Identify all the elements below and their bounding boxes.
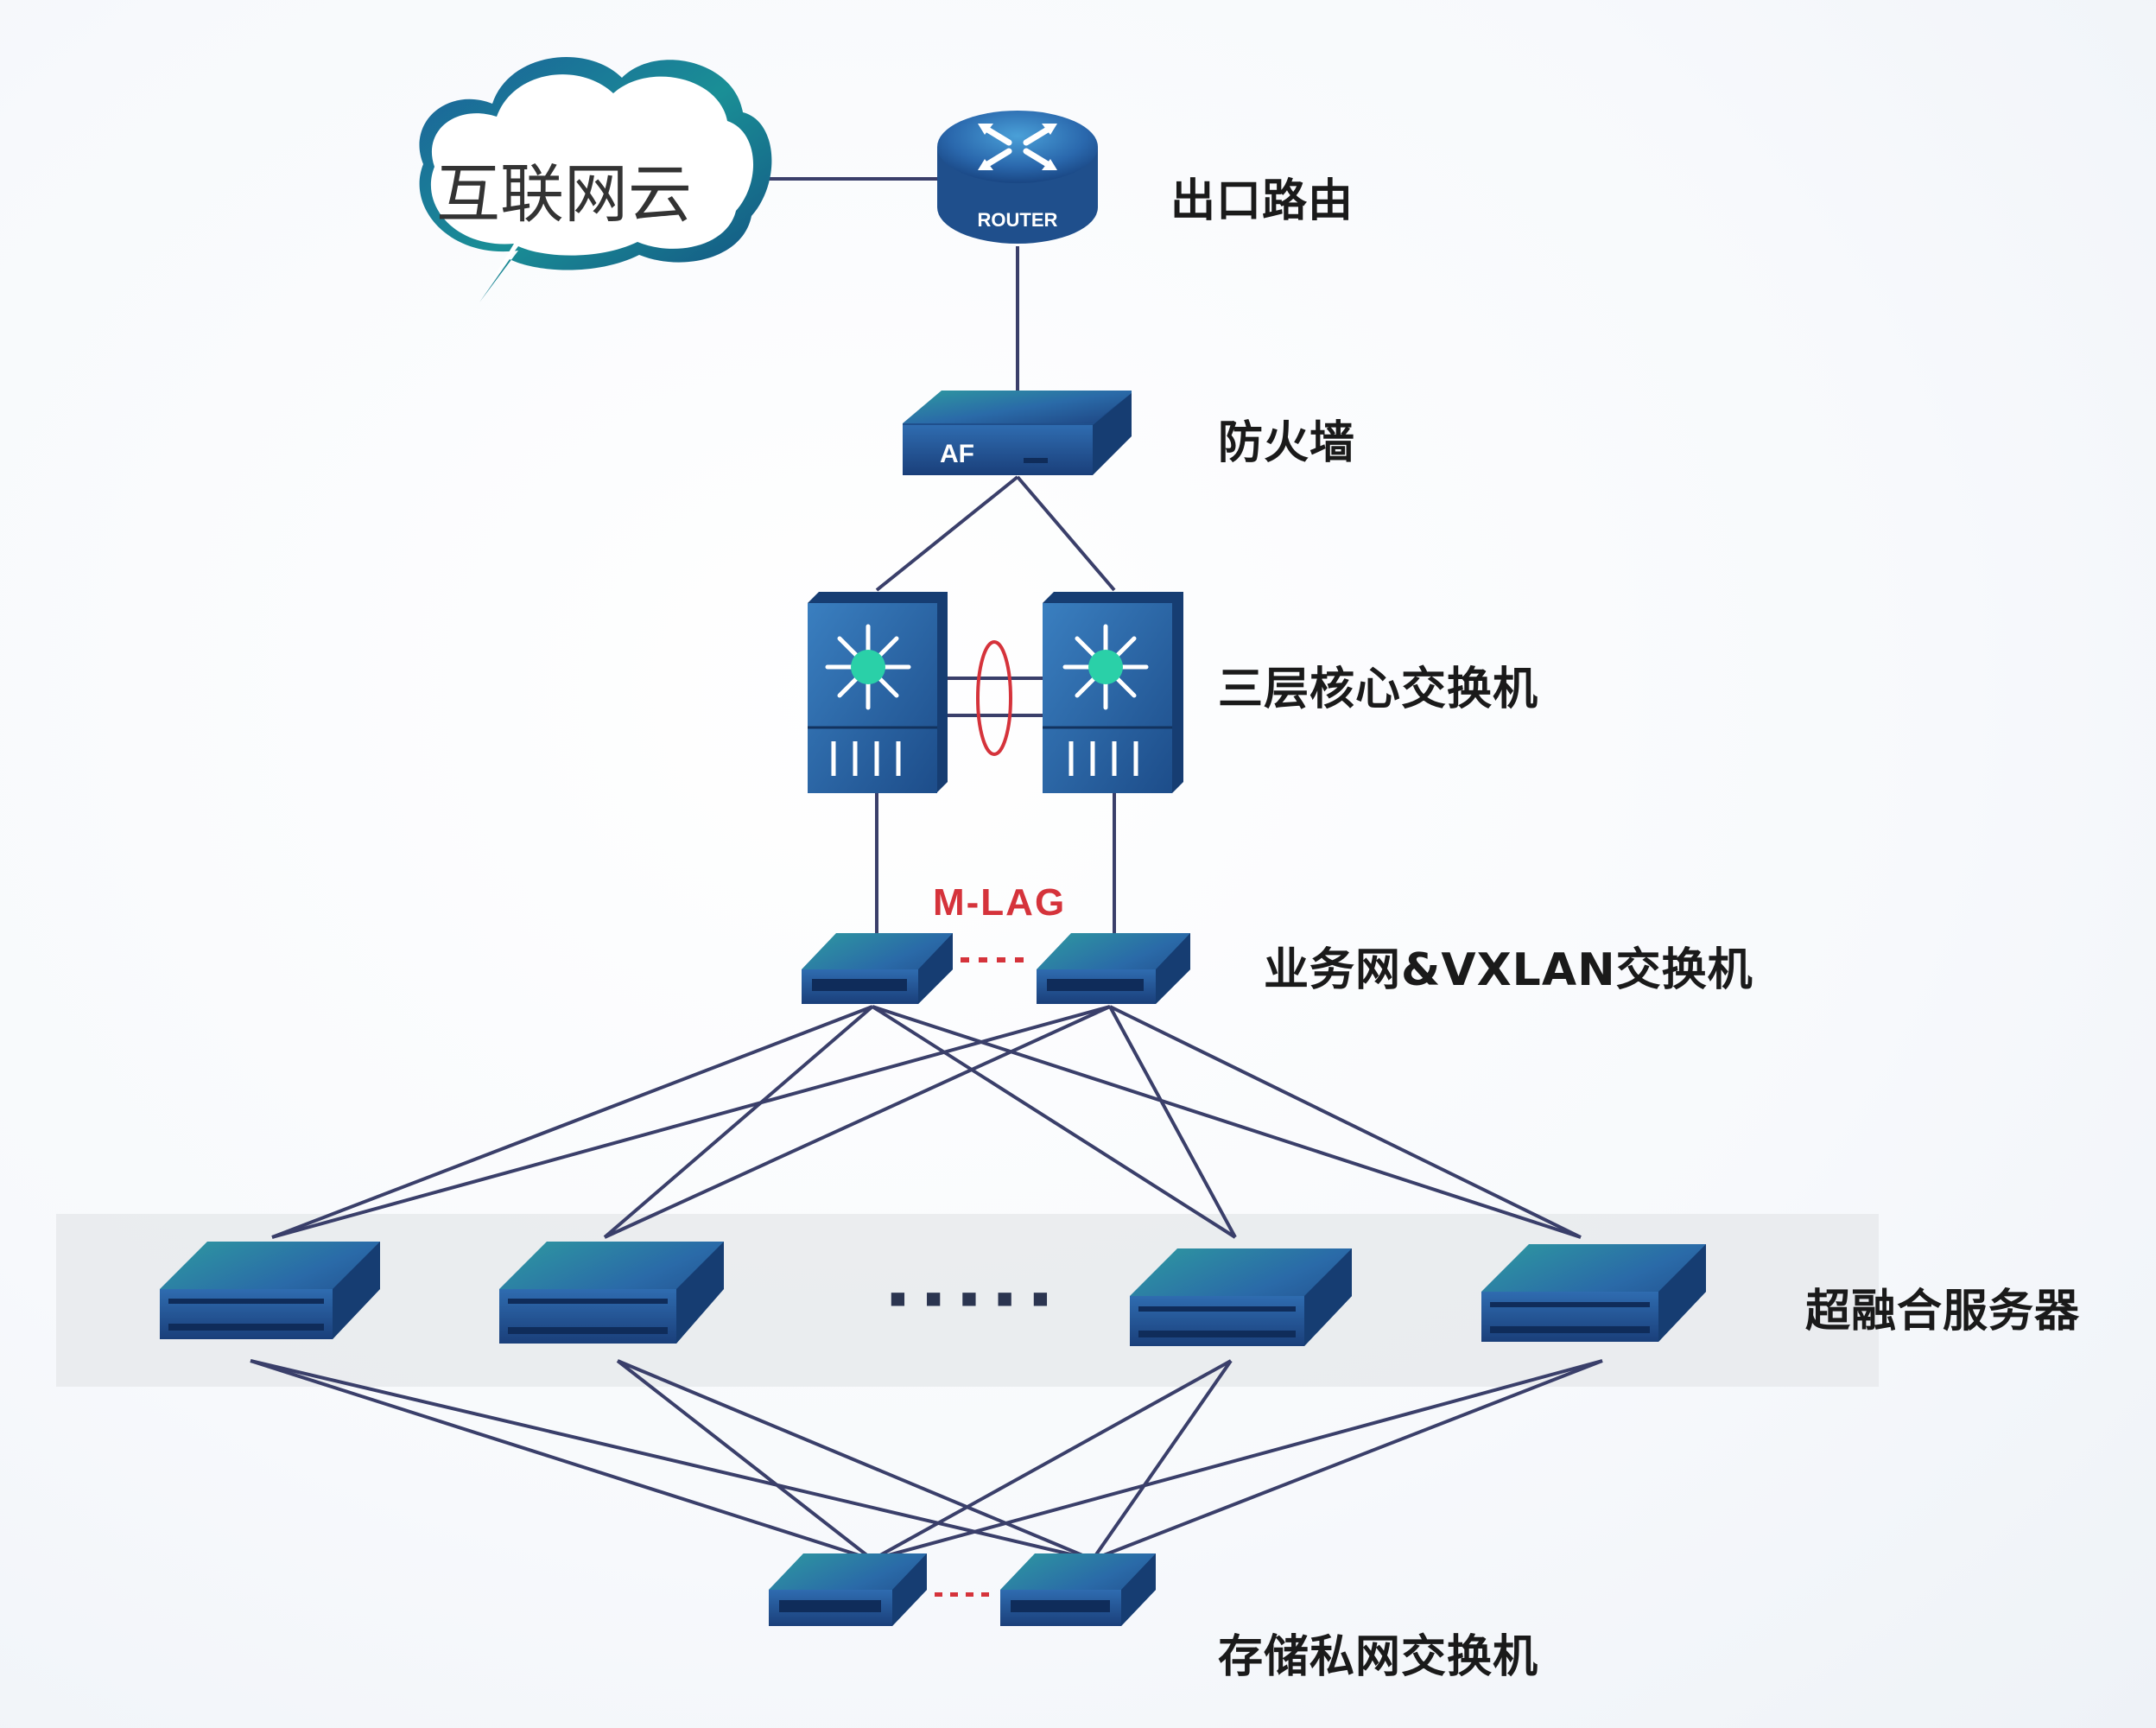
storage-peer-link-dots bbox=[935, 1592, 989, 1597]
mlag-label: M-LAG bbox=[933, 881, 1067, 924]
label-core-switch: 三层核心交换机 bbox=[1218, 664, 1539, 715]
cloud-label: 互联网云 bbox=[436, 157, 692, 232]
link-srv-storage bbox=[1091, 1359, 1233, 1561]
link-firewall-core-right bbox=[1016, 475, 1116, 592]
hci-server-2-icon bbox=[499, 1242, 724, 1344]
router-badge: ROUTER bbox=[978, 209, 1058, 231]
core-switch-left-icon bbox=[808, 592, 948, 793]
router-icon: ROUTER bbox=[937, 111, 1098, 244]
hci-server-1-icon bbox=[160, 1242, 380, 1339]
server-ellipsis: ■ ■ ■ ■ ■ bbox=[890, 1287, 1056, 1308]
label-hci-servers: 超融合服务器 bbox=[1805, 1286, 2081, 1337]
link-biz-srv bbox=[604, 1005, 1111, 1239]
link-biz-srv bbox=[1109, 1005, 1582, 1239]
link-srv-storage bbox=[872, 1359, 1603, 1561]
link-biz-srv bbox=[872, 1005, 1582, 1239]
mlag-peer-link-dots bbox=[961, 957, 1024, 962]
links bbox=[250, 177, 1603, 1561]
storage-switch-left-icon bbox=[769, 1553, 927, 1626]
core-switch-right-icon bbox=[1043, 592, 1183, 793]
link-srv-storage bbox=[872, 1359, 1232, 1561]
link-biz-srv bbox=[271, 1005, 1111, 1239]
link-biz-srv bbox=[603, 1005, 874, 1239]
link-srv-storage bbox=[1092, 1359, 1603, 1561]
mlag-ellipse bbox=[976, 640, 1012, 756]
link-biz-srv bbox=[871, 1005, 1237, 1239]
business-switch-left-icon bbox=[802, 933, 953, 1004]
firewall-icon: AF bbox=[903, 391, 1132, 475]
link-srv-storage bbox=[250, 1359, 1094, 1561]
link-srv-storage bbox=[616, 1359, 874, 1561]
link-firewall-core-left bbox=[875, 475, 1019, 592]
label-firewall: 防火墙 bbox=[1218, 417, 1356, 469]
hci-server-4-icon bbox=[1481, 1244, 1706, 1342]
link-srv-storage bbox=[617, 1359, 1094, 1561]
link-biz-srv bbox=[1108, 1006, 1237, 1238]
label-storage-switch: 存储私网交换机 bbox=[1218, 1631, 1539, 1683]
link-biz-srv bbox=[271, 1005, 873, 1239]
internet-cloud-icon bbox=[419, 57, 772, 302]
business-switch-right-icon bbox=[1037, 933, 1190, 1004]
firewall-badge: AF bbox=[940, 440, 974, 468]
hci-server-3-icon bbox=[1130, 1248, 1352, 1346]
storage-switch-right-icon bbox=[1000, 1553, 1156, 1626]
link-srv-storage bbox=[250, 1359, 873, 1561]
label-business-switch: 业务网&VXLAN交换机 bbox=[1264, 944, 1753, 996]
label-exit-router: 出口路由 bbox=[1170, 175, 1354, 227]
